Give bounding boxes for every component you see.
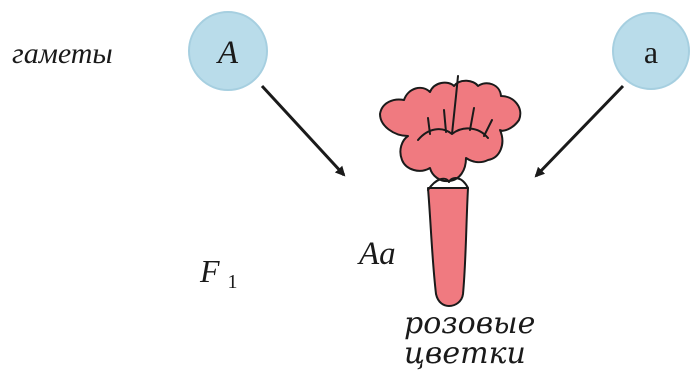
pink-flower-icon: [379, 75, 522, 307]
offspring-genotype: Aa: [357, 236, 396, 272]
gamete-dominant-circle: [188, 11, 268, 91]
gamete-dominant: A: [188, 11, 268, 91]
flower-inner-lines: [417, 75, 493, 191]
phenotype-line-1: розовые: [404, 306, 535, 341]
generation-label: F 1: [199, 253, 238, 293]
phenotype-line-2: цветки: [404, 336, 526, 371]
gamete-dominant-label: A: [216, 35, 239, 71]
gamete-recessive: a: [612, 12, 690, 90]
generation-f-main: F: [199, 253, 220, 289]
flower-stem: [427, 187, 469, 307]
generation-f-sub: 1: [228, 271, 238, 293]
arrow-recessive-to-offspring: [534, 84, 625, 178]
flower-petals: [379, 79, 522, 183]
gamete-recessive-label: a: [644, 34, 658, 70]
arrow-dominant-to-offspring: [260, 84, 346, 177]
gametes-label: гаметы: [12, 37, 113, 70]
generation-f: F 1: [199, 253, 238, 293]
gamete-recessive-circle: [612, 12, 690, 90]
